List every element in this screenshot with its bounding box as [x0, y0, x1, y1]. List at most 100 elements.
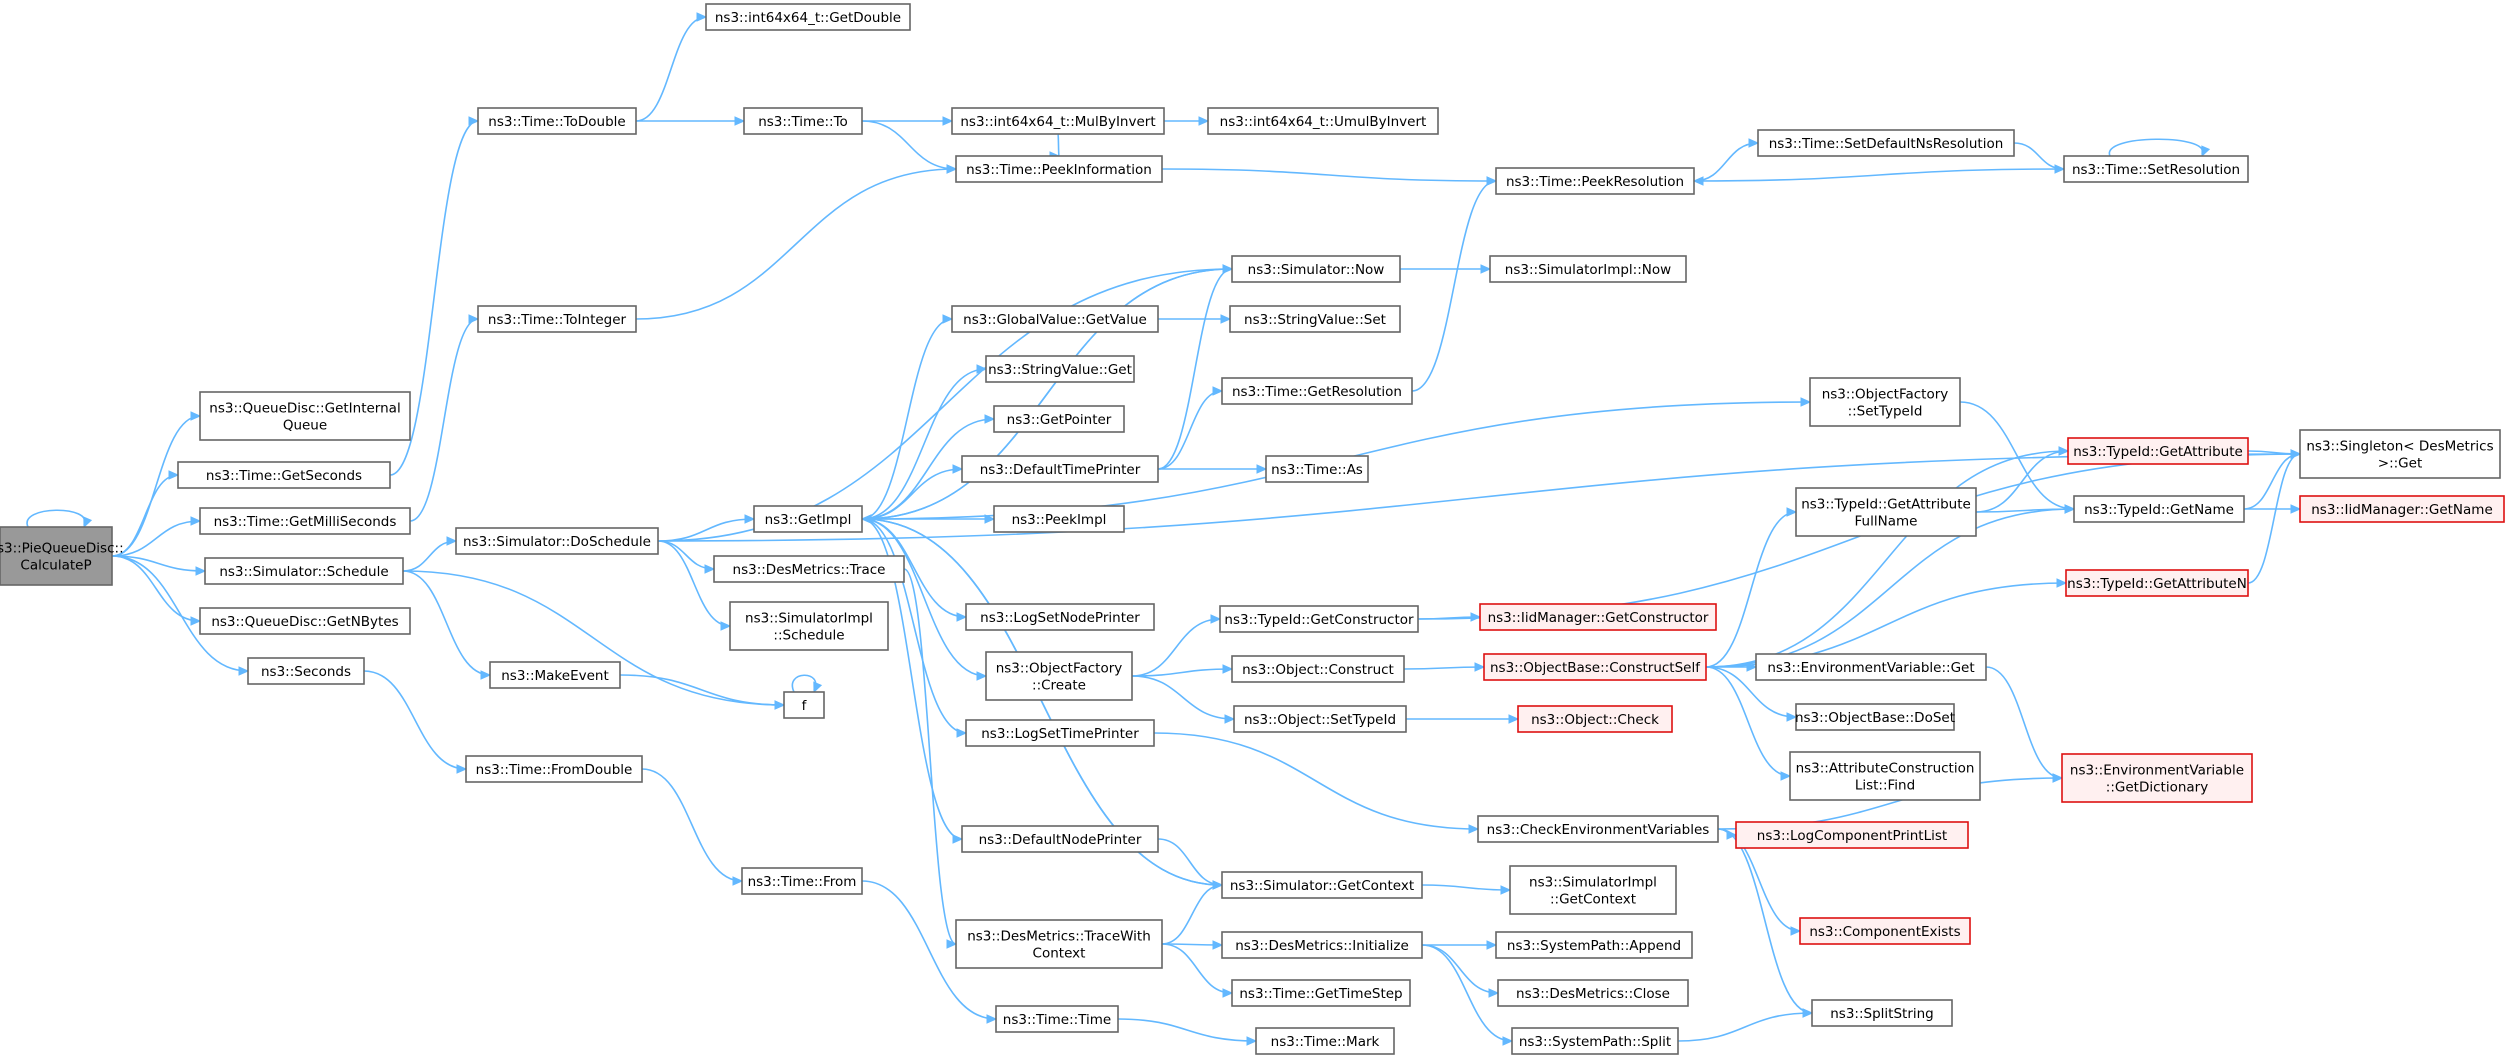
graph-node-simNow[interactable]: ns3::Simulator::Now: [1231, 255, 1401, 283]
graph-node-getNBytes[interactable]: ns3::QueueDisc::GetNBytes: [199, 607, 411, 635]
graph-node-calc[interactable]: ns3::PieQueueDisc::CalculateP: [0, 526, 124, 586]
graph-node-getSeconds[interactable]: ns3::Time::GetSeconds: [177, 461, 391, 489]
graph-node-makeEvent[interactable]: ns3::MakeEvent: [489, 661, 621, 689]
graph-node-label: ns3::ObjectBase::ConstructSelf: [1490, 660, 1701, 676]
call-edge-seconds-to-fromDouble: [363, 670, 468, 774]
call-edge-calc-to-getMilli: [111, 516, 202, 557]
graph-node-checkEnvVars[interactable]: ns3::CheckEnvironmentVariables: [1477, 815, 1719, 843]
graph-node-getAttributeN[interactable]: ns3::TypeId::GetAttributeN: [2065, 569, 2249, 597]
graph-node-defNodePrinter[interactable]: ns3::DefaultNodePrinter: [961, 825, 1159, 853]
graph-node-spAppend[interactable]: ns3::SystemPath::Append: [1495, 931, 1693, 959]
graph-node-objBaseDoSet[interactable]: ns3::ObjectBase::DoSet: [1795, 703, 1955, 731]
call-edge-calc-to-getNBytes: [111, 555, 202, 626]
graph-node-umulByInvert[interactable]: ns3::int64x64_t::UmulByInvert: [1207, 107, 1439, 135]
graph-node-label: ns3::TypeId::GetAttribute: [1801, 497, 1971, 513]
graph-node-label: ns3::QueueDisc::GetInternal: [209, 401, 400, 417]
call-edge-timeTo-to-mulByInvert: [861, 116, 954, 126]
graph-node-desClose[interactable]: ns3::DesMetrics::Close: [1497, 979, 1689, 1007]
graph-node-label: ns3::Time::Time: [1003, 1012, 1111, 1028]
graph-node-seconds[interactable]: ns3::Seconds: [247, 657, 365, 685]
graph-node-label: ::Schedule: [773, 628, 844, 644]
graph-node-simImplSchedule[interactable]: ns3::SimulatorImpl::Schedule: [729, 601, 889, 651]
graph-node-label: ns3::IidManager::GetConstructor: [1488, 610, 1709, 626]
graph-node-toInteger[interactable]: ns3::Time::ToInteger: [477, 305, 637, 333]
graph-node-ofSetTypeId[interactable]: ns3::ObjectFactory::SetTypeId: [1809, 377, 1961, 427]
graph-node-mulByInvert[interactable]: ns3::int64x64_t::MulByInvert: [951, 107, 1165, 135]
graph-node-defTimePrinter[interactable]: ns3::DefaultTimePrinter: [961, 455, 1159, 483]
graph-node-getResolution[interactable]: ns3::Time::GetResolution: [1221, 377, 1413, 405]
call-edge-calc-to-simSchedule: [111, 555, 207, 576]
call-edge-ofCreate-to-getConstructor: [1131, 614, 1222, 677]
graph-node-spSplit[interactable]: ns3::SystemPath::Split: [1511, 1027, 1679, 1055]
call-edge-checkEnvVars-to-componentExists: [1717, 828, 1802, 936]
graph-node-label: ns3::TypeId::GetName: [2084, 502, 2234, 518]
graph-node-typeIdGetName[interactable]: ns3::TypeId::GetName: [2073, 495, 2245, 523]
graph-node-timeMark[interactable]: ns3::Time::Mark: [1255, 1027, 1395, 1055]
graph-node-ofCreate[interactable]: ns3::ObjectFactory::Create: [985, 651, 1133, 701]
graph-node-gvGetValue[interactable]: ns3::GlobalValue::GetValue: [951, 305, 1159, 333]
graph-node-logSetTimePrinter[interactable]: ns3::LogSetTimePrinter: [965, 719, 1155, 747]
graph-node-setDefaultNsRes[interactable]: ns3::Time::SetDefaultNsResolution: [1757, 129, 2015, 157]
graph-node-constructSelf[interactable]: ns3::ObjectBase::ConstructSelf: [1483, 653, 1707, 681]
graph-node-setResolution[interactable]: ns3::Time::SetResolution: [2063, 155, 2249, 183]
graph-node-logCompPrintList[interactable]: ns3::LogComponentPrintList: [1735, 821, 1969, 849]
graph-node-timeAs[interactable]: ns3::Time::As: [1265, 455, 1369, 483]
graph-node-componentExists[interactable]: ns3::ComponentExists: [1799, 917, 1971, 945]
graph-node-objConstruct[interactable]: ns3::Object::Construct: [1231, 655, 1405, 683]
graph-node-logSetNodePrinter[interactable]: ns3::LogSetNodePrinter: [965, 603, 1155, 631]
graph-node-simImplGetContext[interactable]: ns3::SimulatorImpl::GetContext: [1509, 865, 1677, 915]
graph-node-getConstructor[interactable]: ns3::TypeId::GetConstructor: [1219, 605, 1419, 633]
graph-node-peekResolution[interactable]: ns3::Time::PeekResolution: [1495, 167, 1695, 195]
graph-node-desInit[interactable]: ns3::DesMetrics::Initialize: [1221, 931, 1423, 959]
graph-node-svSet[interactable]: ns3::StringValue::Set: [1229, 305, 1401, 333]
graph-node-iidGetConstructor[interactable]: ns3::IidManager::GetConstructor: [1479, 603, 1717, 631]
graph-node-envGetDict[interactable]: ns3::EnvironmentVariable::GetDictionary: [2061, 753, 2253, 803]
graph-node-getContext[interactable]: ns3::Simulator::GetContext: [1221, 871, 1423, 899]
graph-node-peekImpl[interactable]: ns3::PeekImpl: [993, 505, 1125, 533]
graph-node-getPointer[interactable]: ns3::GetPointer: [993, 405, 1125, 433]
graph-node-label: ns3::GetPointer: [1007, 412, 1112, 428]
graph-node-getTimeStep[interactable]: ns3::Time::GetTimeStep: [1231, 979, 1411, 1007]
graph-node-objSetTypeId[interactable]: ns3::Object::SetTypeId: [1233, 705, 1407, 733]
call-edge-simSchedule-to-doSchedule: [402, 536, 458, 572]
graph-node-getMilli[interactable]: ns3::Time::GetMilliSeconds: [199, 507, 411, 535]
graph-node-label: ns3::Object::SetTypeId: [1244, 712, 1396, 728]
call-edge-toDouble-to-i64GetDouble: [635, 12, 708, 122]
graph-node-timeTo[interactable]: ns3::Time::To: [743, 107, 863, 135]
graph-node-label: ns3::Singleton< DesMetrics: [2306, 439, 2493, 455]
graph-node-getAttribute[interactable]: ns3::TypeId::GetAttribute: [2067, 437, 2249, 465]
call-nodes: ns3::PieQueueDisc::CalculatePns3::QueueD…: [0, 3, 2505, 1055]
call-edge-makeEvent-to-f: [619, 674, 786, 710]
graph-node-label: ns3::TypeId::GetAttributeN: [2067, 576, 2247, 592]
call-edge-f-to-f: [791, 674, 823, 694]
graph-node-label: CalculateP: [20, 558, 91, 574]
call-edge-getImpl-to-defNodePrinter: [861, 518, 964, 844]
graph-node-envGet[interactable]: ns3::EnvironmentVariable::Get: [1755, 653, 1987, 681]
graph-node-objCheck[interactable]: ns3::Object::Check: [1517, 705, 1673, 733]
graph-node-label: ns3::Time::GetResolution: [1232, 384, 1402, 400]
graph-node-simImplNow[interactable]: ns3::SimulatorImpl::Now: [1489, 255, 1687, 283]
graph-node-svGet[interactable]: ns3::StringValue::Get: [985, 355, 1135, 383]
graph-node-iidGetName[interactable]: ns3::IidManager::GetName: [2299, 495, 2505, 523]
graph-node-toDouble[interactable]: ns3::Time::ToDouble: [477, 107, 637, 135]
graph-node-peekInfo[interactable]: ns3::Time::PeekInformation: [955, 155, 1163, 183]
graph-node-desTrace[interactable]: ns3::DesMetrics::Trace: [713, 555, 905, 583]
graph-node-f[interactable]: f: [783, 691, 825, 719]
graph-node-label: ns3::StringValue::Set: [1244, 312, 1386, 328]
graph-node-fromDouble[interactable]: ns3::Time::FromDouble: [465, 755, 643, 783]
graph-node-simSchedule[interactable]: ns3::Simulator::Schedule: [204, 557, 404, 585]
graph-node-getImpl[interactable]: ns3::GetImpl: [753, 505, 863, 533]
graph-node-doSchedule[interactable]: ns3::Simulator::DoSchedule: [455, 527, 659, 555]
graph-node-label: ::GetContext: [1550, 892, 1636, 908]
graph-node-label: ns3::ObjectBase::DoSet: [1795, 710, 1955, 726]
graph-node-timeFrom[interactable]: ns3::Time::From: [741, 867, 863, 895]
graph-node-splitString[interactable]: ns3::SplitString: [1811, 999, 1953, 1027]
graph-node-timeTime[interactable]: ns3::Time::Time: [995, 1005, 1119, 1033]
graph-node-i64GetDouble[interactable]: ns3::int64x64_t::GetDouble: [705, 3, 911, 31]
graph-node-singletonGet[interactable]: ns3::Singleton< DesMetrics>::Get: [2299, 429, 2501, 479]
graph-node-label: ns3::Time::GetSeconds: [206, 468, 362, 484]
